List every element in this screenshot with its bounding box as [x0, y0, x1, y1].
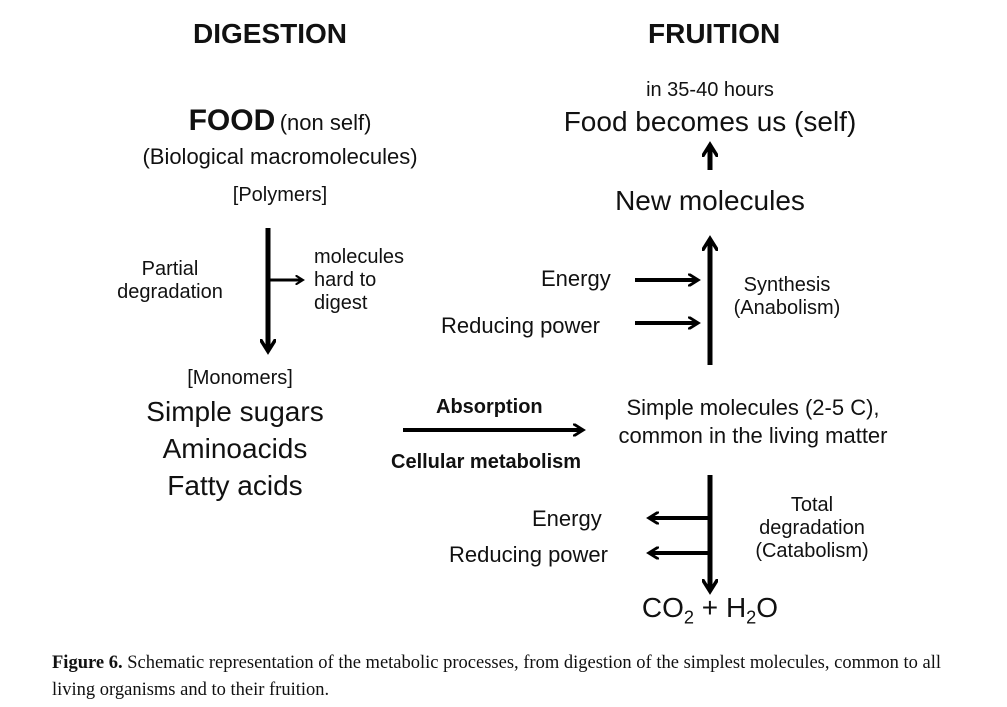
- reducing-power-in-label: Reducing power: [441, 313, 600, 338]
- food-note: (non self): [279, 110, 372, 135]
- cellular-metabolism-label: Cellular metabolism: [391, 451, 582, 473]
- simple-molecules-line-1: Simple molecules (2-5 C),: [626, 395, 880, 420]
- monomer-item: Fatty acids: [167, 470, 303, 502]
- monomer-item: Aminoacids: [162, 433, 308, 465]
- figure-caption: Figure 6. Schematic representation of th…: [52, 650, 972, 704]
- macromolecules-label: (Biological macromolecules): [142, 144, 418, 169]
- new-molecules-label: New molecules: [615, 185, 805, 216]
- food-main: FOOD: [188, 104, 276, 137]
- simple-molecules-label: Simple molecules (2-5 C), common in the …: [598, 394, 908, 449]
- simple-molecules-line-2: common in the living matter: [618, 422, 888, 448]
- h2o-subscript: 2: [746, 607, 757, 628]
- caption-label: Figure 6.: [52, 653, 123, 673]
- total-degradation-line-2: degradation: [759, 517, 865, 539]
- synthesis-label: Synthesis (Anabolism): [722, 274, 852, 320]
- hard-to-digest-line-2: hard to: [314, 269, 377, 291]
- digestion-title: DIGESTION: [193, 18, 348, 49]
- caption-text: Schematic representation of the metaboli…: [52, 653, 941, 700]
- hard-to-digest-line-1: molecules: [314, 246, 405, 268]
- co2-h2o-label: CO2 + H2O: [590, 592, 830, 628]
- partial-degradation-line-1: Partial: [141, 258, 199, 280]
- co2-subscript: 2: [683, 607, 695, 628]
- monomer-list: Simple sugars Aminoacids Fatty acids: [100, 393, 370, 505]
- energy-in-label: Energy: [541, 266, 611, 291]
- hard-to-digest-label: molecules hard to digest: [314, 246, 404, 315]
- co-text: CO: [641, 592, 684, 623]
- energy-out-label: Energy: [532, 506, 602, 531]
- synthesis-line-1: Synthesis: [743, 274, 831, 296]
- fruition-title: FRUITION: [648, 18, 781, 49]
- total-degradation-line-1: Total: [790, 494, 834, 516]
- monomers-label: [Monomers]: [187, 367, 293, 389]
- hard-to-digest-line-3: digest: [314, 292, 368, 314]
- monomer-item: Simple sugars: [146, 396, 324, 427]
- plus-h-text: + H: [694, 592, 747, 623]
- reducing-power-out-label: Reducing power: [449, 542, 608, 567]
- partial-degradation-line-2: degradation: [117, 281, 223, 303]
- partial-degradation-label: Partial degradation: [100, 258, 240, 304]
- food-label: FOOD (non self): [120, 104, 440, 139]
- polymers-label: [Polymers]: [232, 184, 328, 206]
- total-degradation-line-3: (Catabolism): [755, 540, 869, 562]
- synthesis-line-2: (Anabolism): [733, 297, 841, 319]
- time-label: in 35-40 hours: [646, 79, 774, 101]
- o-text: O: [756, 592, 779, 623]
- absorption-label: Absorption: [436, 396, 543, 418]
- food-becomes-us-label: Food becomes us (self): [563, 106, 857, 137]
- total-degradation-label: Total degradation (Catabolism): [742, 494, 882, 563]
